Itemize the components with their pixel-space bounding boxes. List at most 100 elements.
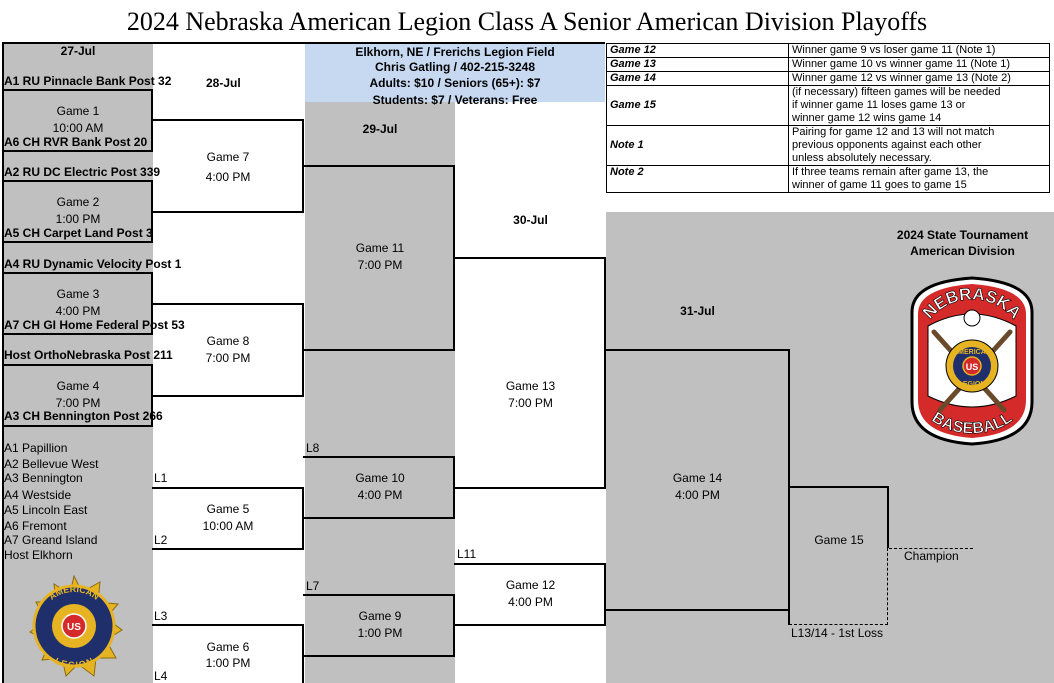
game-2-time: 1:00 PM bbox=[55, 212, 101, 226]
label-l3: L3 bbox=[154, 609, 168, 623]
bracket-line bbox=[604, 257, 606, 487]
note-key: Game 13 bbox=[606, 57, 789, 72]
state-line-1: 2024 State Tournament bbox=[896, 228, 1029, 242]
bracket-line bbox=[789, 486, 889, 488]
game-6-name: Game 6 bbox=[206, 640, 250, 654]
bracket-line bbox=[3, 364, 153, 366]
note-value: Pairing for game 12 and 13 will not matc… bbox=[788, 125, 1050, 166]
game-1-time: 10:00 AM bbox=[52, 121, 104, 135]
state-line-2: American Division bbox=[910, 244, 1015, 258]
bracket-line bbox=[454, 257, 606, 259]
label-l11: L11 bbox=[457, 547, 477, 561]
game-4-time: 7:00 PM bbox=[55, 396, 101, 410]
emblem-text-us: US bbox=[67, 622, 81, 633]
game-3-time: 4:00 PM bbox=[55, 304, 101, 318]
seed-4: A4 Westside bbox=[4, 488, 72, 502]
american-legion-emblem-icon: US AMERICAN LEGION bbox=[29, 574, 123, 677]
note-line: if winner game 11 loses game 13 or bbox=[792, 99, 966, 111]
note-value: Winner game 12 vs winner game 13 (Note 2… bbox=[788, 71, 1050, 86]
note-row: Game 12 Winner game 9 vs loser game 11 (… bbox=[606, 43, 1050, 58]
bracket-line bbox=[303, 655, 455, 657]
left-border bbox=[2, 43, 4, 683]
bracket-line bbox=[454, 624, 606, 626]
venue-panel bbox=[305, 43, 605, 102]
venue-line-2: Chris Gatling / 402-215-3248 bbox=[374, 60, 536, 74]
seed-6: A6 Fremont bbox=[4, 519, 67, 533]
note-line: winner game 12 wins game 14 bbox=[792, 112, 942, 124]
note-key: Game 14 bbox=[606, 71, 789, 86]
note-line: unless absolutely necessary. bbox=[792, 152, 932, 164]
label-l4: L4 bbox=[154, 669, 168, 683]
bracket-line bbox=[3, 150, 153, 152]
bracket-line bbox=[887, 486, 889, 548]
bracket-line bbox=[302, 624, 304, 683]
game-10-name: Game 10 bbox=[355, 471, 405, 485]
bracket-dashed-line bbox=[887, 548, 888, 625]
bracket-line bbox=[454, 563, 606, 565]
note-key: Note 1 bbox=[606, 125, 789, 166]
game-1-name: Game 1 bbox=[56, 104, 100, 118]
note-row: Game 14 Winner game 12 vs winner game 13… bbox=[606, 71, 1050, 86]
team-a2: A2 RU DC Electric Post 339 bbox=[4, 165, 161, 179]
bracket-line bbox=[303, 517, 455, 519]
team-a3: A3 CH Bennington Post 266 bbox=[4, 409, 163, 423]
bracket-line bbox=[3, 180, 153, 182]
team-a6: A6 CH RVR Bank Post 20 bbox=[4, 135, 148, 149]
bracket-line bbox=[152, 395, 304, 397]
logo-text-american: AMERICAN bbox=[953, 349, 991, 356]
game-8-name: Game 8 bbox=[206, 334, 250, 348]
note-key: Note 2 bbox=[606, 165, 789, 193]
team-host: Host OrthoNebraska Post 211 bbox=[4, 348, 173, 362]
note-line: previous opponents against each other bbox=[792, 139, 982, 151]
bracket-line bbox=[303, 456, 455, 458]
seed-8: Host Elkhorn bbox=[4, 548, 73, 562]
day3-panel bbox=[305, 102, 455, 683]
bracket-line bbox=[151, 364, 153, 425]
seed-3: A3 Bennington bbox=[4, 471, 83, 485]
bracket-line bbox=[3, 425, 153, 427]
day1-panel bbox=[3, 43, 153, 683]
bracket-line bbox=[151, 180, 153, 241]
note-value: If three teams remain after game 13, the… bbox=[788, 165, 1050, 193]
game-13-time: 7:00 PM bbox=[508, 396, 553, 410]
game-4-name: Game 4 bbox=[56, 379, 100, 393]
note-value: (if necessary) fifteen games will be nee… bbox=[788, 85, 1050, 126]
bracket-line bbox=[605, 609, 790, 611]
bracket-line bbox=[454, 487, 606, 489]
bracket-line bbox=[3, 333, 153, 335]
team-a5: A5 CH Carpet Land Post 3 bbox=[4, 226, 153, 240]
label-l2: L2 bbox=[154, 533, 168, 547]
team-a7: A7 CH GI Home Federal Post 53 bbox=[4, 318, 185, 332]
bracket-line bbox=[453, 456, 455, 517]
logo-text-us: US bbox=[966, 362, 979, 372]
state-tournament-heading: 2024 State Tournament American Division bbox=[880, 227, 1045, 259]
date-29-jul: 29-Jul bbox=[362, 122, 398, 136]
game-7-name: Game 7 bbox=[206, 150, 250, 164]
seed-5: A5 Lincoln East bbox=[4, 503, 88, 517]
top-border bbox=[2, 42, 605, 44]
seed-7: A7 Greand Island bbox=[4, 533, 98, 547]
game-5-name: Game 5 bbox=[206, 502, 250, 516]
label-champion: Champion bbox=[904, 549, 959, 563]
note-line: Winner game 9 vs loser game 11 (Note 1) bbox=[792, 44, 996, 56]
note-line: winner of game 11 goes to game 15 bbox=[792, 179, 967, 191]
bracket-line bbox=[605, 349, 790, 351]
game-10-time: 4:00 PM bbox=[357, 488, 403, 502]
note-key: Game 12 bbox=[606, 43, 789, 58]
game-2-name: Game 2 bbox=[56, 195, 100, 209]
bracket-line bbox=[152, 119, 304, 121]
bracket-dashed-line bbox=[889, 548, 973, 549]
note-line: Pairing for game 12 and 13 will not matc… bbox=[792, 126, 995, 138]
date-30-jul: 30-Jul bbox=[513, 213, 548, 227]
bracket-line bbox=[152, 211, 304, 213]
note-line: (if necessary) fifteen games will be nee… bbox=[792, 86, 1001, 98]
game-14-name: Game 14 bbox=[672, 471, 723, 485]
note-value: Winner game 10 vs winner game 11 (Note 1… bbox=[788, 57, 1050, 72]
bracket-line bbox=[152, 303, 304, 305]
date-27-jul: 27-Jul bbox=[60, 44, 96, 58]
bracket-line bbox=[3, 241, 153, 243]
bracket-line bbox=[152, 548, 304, 550]
logo-text-legion: LEGION bbox=[959, 381, 986, 388]
seed-2: A2 Bellevue West bbox=[4, 457, 99, 471]
bracket-line bbox=[152, 487, 304, 489]
